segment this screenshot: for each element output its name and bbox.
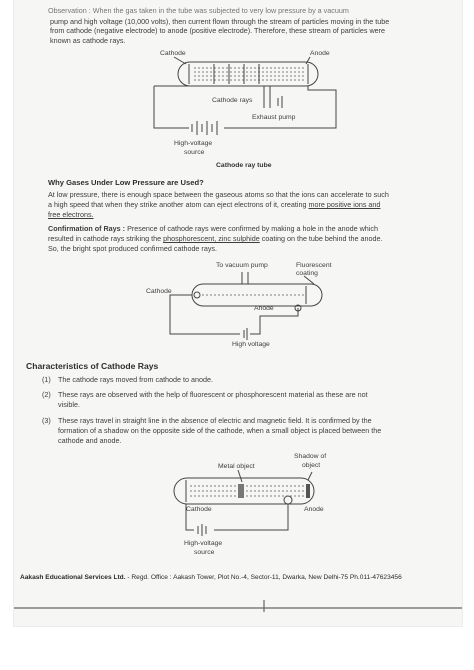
top-cut-region: Observation : When the gas taken in the …: [14, 0, 462, 18]
cathode-ray-tube-figure: [153, 56, 337, 135]
footer-rule: [14, 600, 462, 612]
fig2-vacuum-label: To vacuum pump: [216, 262, 268, 269]
confirm-line-2-underlined: phosphorescent, zinc sulphide: [163, 234, 260, 243]
fig3-hv-label-1: High-voltage: [184, 540, 223, 547]
item-2-line-1: These rays are observed with the help of…: [58, 390, 368, 399]
fig3-shadow-label-2: object: [302, 462, 321, 469]
item-3-line-1: These rays travel in straight line in th…: [58, 416, 372, 425]
tube3-outline: [173, 477, 315, 505]
printed-page: Observation : When the gas taken in the …: [14, 0, 462, 626]
footer-org: Aakash Educational Services Ltd.: [20, 574, 126, 581]
cathode-terminal: [193, 291, 201, 299]
confirm-line-2a: resulted in cathode rays striking the: [48, 234, 162, 243]
fig3-wire-left: [185, 504, 194, 531]
why-heading: Why Gases Under Low Pressure are Used?: [48, 178, 204, 187]
fig3-metal-label: Metal object: [218, 463, 255, 470]
why-line-2-text: a high speed that when they strike anoth…: [48, 200, 307, 209]
fig1-caption: Cathode ray tube: [216, 162, 272, 169]
metal-object: [238, 484, 244, 498]
fig3-anode-label: Anode: [304, 506, 324, 513]
observation-line-2: pump and high voltage (10,000 volts), th…: [50, 17, 390, 26]
fig3-hv-label-2: source: [194, 549, 215, 556]
fig1-cathode-label: Cathode: [160, 50, 186, 57]
characteristics-heading: Characteristics of Cathode Rays: [26, 361, 159, 371]
fig2-hv-label: High voltage: [232, 341, 270, 348]
confirm-line-1: Confirmation of Rays : Presence of catho…: [48, 224, 378, 234]
item-1-text: The cathode rays moved from cathode to a…: [58, 375, 214, 384]
fig2-wire-right: [250, 308, 299, 335]
tube3-anode-disc: [283, 495, 293, 505]
anode-pointer: [305, 56, 311, 65]
item-3-line-2: formation of a shadow on the opposite si…: [58, 426, 382, 435]
why-line-1: At low pressure, there is enough space b…: [48, 190, 389, 199]
fig1-hv-label-1: High-voltage: [174, 140, 213, 147]
wire-right: [224, 86, 337, 129]
item-3-number: (3): [42, 416, 51, 425]
fluor-pointer: [303, 275, 315, 285]
confirm-line-2: resulted in cathode rays striking the ph…: [48, 234, 382, 244]
why-line-2-underlined: more positive ions and: [308, 200, 381, 209]
item-3-line-3: cathode and anode.: [58, 436, 122, 445]
fig2-wire-left: [169, 294, 240, 335]
confirm-line-3: So, the bright spot produced confirmed c…: [48, 244, 218, 253]
confirm-line-2b: coating on the tube behind the anode.: [261, 234, 383, 243]
shadow-figure: [173, 469, 315, 536]
observation-line-1: Observation : When the gas taken in the …: [48, 6, 349, 15]
metal-pointer: [237, 469, 243, 483]
fig2-fluor-label-2: coating: [296, 270, 318, 277]
fig3-wire-right: [214, 512, 289, 531]
observation-line-4: known as cathode rays.: [50, 36, 126, 45]
page-footer: Aakash Educational Services Ltd. - Regd.…: [20, 572, 468, 584]
fig1-anode-label: Anode: [310, 50, 330, 57]
confirm-line-1-text: Presence of cathode rays were confirmed …: [127, 224, 378, 233]
observation-line-3: from cathode (negative electrode) to ano…: [50, 26, 386, 35]
anode-hole-figure: [169, 272, 323, 340]
item-1-number: (1): [42, 375, 51, 384]
fig2-fluor-label-1: Fluorescent: [296, 262, 332, 269]
anode-terminal: [294, 304, 302, 312]
why-line-3: free electrons.: [48, 210, 94, 219]
why-line-2: a high speed that when they strike anoth…: [48, 200, 380, 210]
wire-left: [153, 86, 189, 129]
fig2-anode-label: Anode: [254, 305, 274, 312]
shadow-pointer: [307, 471, 313, 481]
footer-address: - Regd. Office : Aakash Tower, Plot No.-…: [125, 574, 402, 581]
confirm-heading: Confirmation of Rays :: [48, 224, 126, 233]
fig3-shadow-label-1: Shadow of: [294, 453, 327, 460]
cathode-pointer: [173, 56, 187, 65]
item-2-number: (2): [42, 390, 51, 399]
fig3-cathode-label: Cathode: [186, 506, 212, 513]
item-2-line-2: visible.: [58, 400, 80, 409]
fig1-exhaust-pump-label: Exhaust pump: [252, 114, 296, 121]
fig2-cathode-label: Cathode: [146, 288, 172, 295]
shadow-spot: [306, 484, 310, 498]
fig1-hv-label-2: source: [184, 149, 205, 156]
fig1-cathode-rays-label: Cathode rays: [212, 97, 253, 104]
tube-outline: [177, 61, 319, 87]
